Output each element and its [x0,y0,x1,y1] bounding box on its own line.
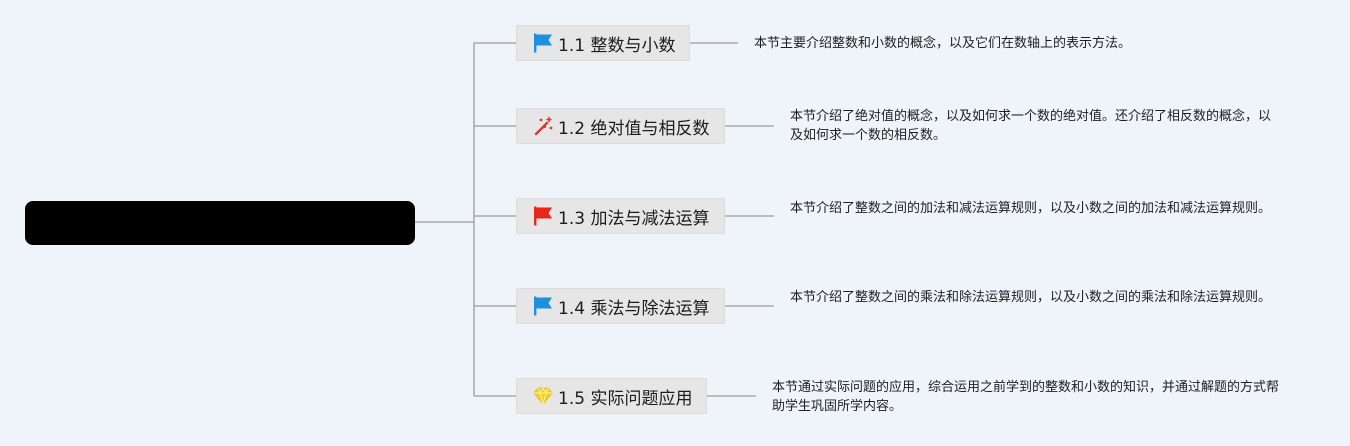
topic-1-1[interactable]: 1.1 整数与小数 [516,25,690,61]
blue-flag-icon [532,32,554,54]
topic-note-1-4: 本节介绍了整数之间的乘法和除法运算规则，以及小数之间的乘法和除法运算规则。 [790,290,1272,305]
topic-note-1-1: 本节主要介绍整数和小数的概念，以及它们在数轴上的表示方法。 [754,36,1132,51]
topic-label: 1.4 乘法与除法运算 [558,298,710,319]
topic-1-5[interactable]: 1.5 实际问题应用 [516,378,707,414]
topic-1-4[interactable]: 1.4 乘法与除法运算 [516,288,725,324]
topic-1-3[interactable]: 1.3 加法与减法运算 [516,198,725,234]
topic-note-1-3: 本节介绍了整数之间的加法和减法运算规则，以及小数之间的加法和减法运算规则。 [790,201,1272,216]
topic-1-2[interactable]: 1.2 绝对值与相反数 [516,108,725,144]
red-flag-icon [532,205,554,227]
gem-icon [532,385,554,407]
topic-note-1-5: 本节通过实际问题的应用，综合运用之前学到的整数和小数的知识，并通过解题的方式帮助… [772,380,1280,414]
topic-label: 1.3 加法与减法运算 [558,208,710,229]
topic-label: 1.5 实际问题应用 [558,388,693,409]
magic-wand-icon [532,115,554,137]
blue-flag-icon [532,295,554,317]
topic-label: 1.2 绝对值与相反数 [558,118,710,139]
central-topic[interactable] [25,201,415,245]
topic-note-1-2: 本节介绍了绝对值的概念，以及如何求一个数的绝对值。还介绍了相反数的概念，以及如何… [790,109,1272,143]
topic-label: 1.1 整数与小数 [558,35,676,56]
